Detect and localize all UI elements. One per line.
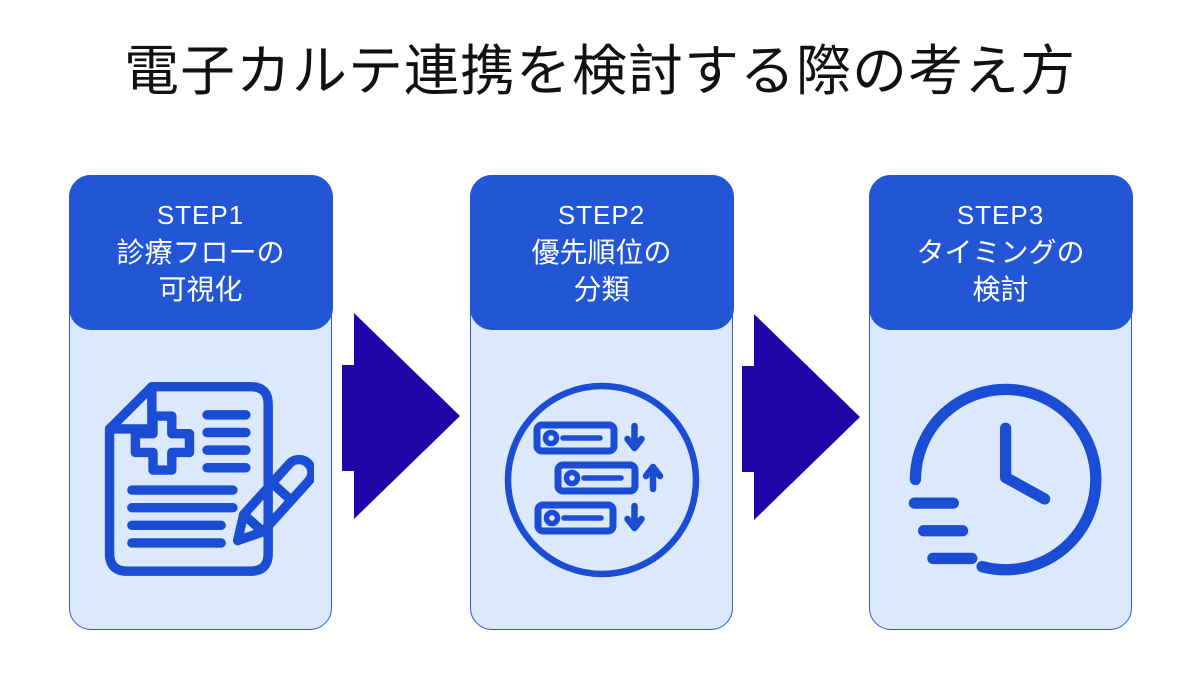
step-label-3: STEP3 [956, 199, 1045, 230]
page-title: 電子カルテ連携を検討する際の考え方 [123, 40, 1076, 102]
step-card-2: STEP2 優先順位の 分類 [469, 174, 734, 630]
step-label-2: STEP2 [557, 199, 646, 230]
clock-speed-icon [908, 383, 1102, 576]
step-header-1: STEP1 診療フローの 可視化 [68, 174, 333, 330]
step-header-3: STEP3 タイミングの 検討 [868, 174, 1133, 330]
medical-document-pencil-icon [104, 381, 314, 576]
flow-arrow-right-icon [342, 313, 460, 519]
step-header-2: STEP2 優先順位の 分類 [469, 174, 734, 330]
step-title-line1-3: タイミングの [916, 236, 1085, 268]
step-title-line2-3: 検討 [972, 273, 1029, 305]
step-title-line1-1: 診療フローの [116, 236, 285, 268]
step-body-2 [471, 330, 732, 629]
step-body-1 [70, 330, 331, 629]
step-card-1: STEP1 診療フローの 可視化 [68, 174, 333, 630]
step-label-1: STEP1 [156, 199, 245, 230]
flow-arrow-right-icon [742, 314, 860, 520]
step-title-line2-1: 可視化 [158, 273, 243, 305]
priority-sort-icon [504, 382, 699, 577]
step-body-3 [870, 330, 1131, 629]
step-title-line2-2: 分類 [573, 273, 630, 305]
step-card-3: STEP3 タイミングの 検討 [868, 174, 1133, 630]
step-title-line1-2: 優先順位の [531, 236, 672, 268]
